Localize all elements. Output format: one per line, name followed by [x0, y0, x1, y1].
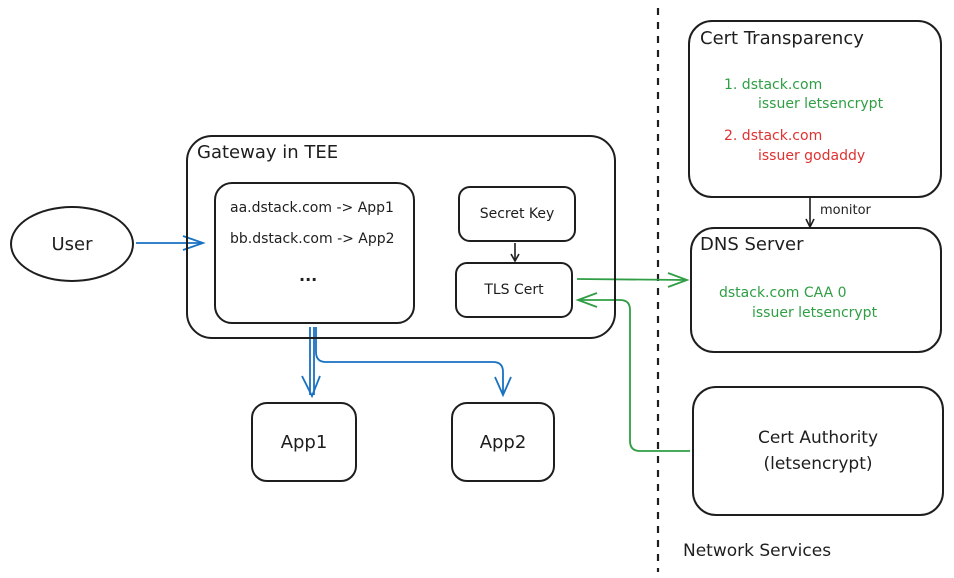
route-ellipsis: ...	[299, 266, 318, 285]
gateway-to-app1-arrowhead	[301, 375, 321, 399]
user-label: User	[51, 233, 93, 255]
ca-to-cert-arrowhead	[575, 292, 598, 308]
route-app1: aa.dstack.com -> App1	[230, 200, 394, 216]
cert-transparency-box	[688, 20, 942, 198]
ct-entry-2-line2: issuer godaddy	[758, 148, 866, 164]
app1-label: App1	[280, 431, 328, 453]
network-services-label: Network Services	[683, 541, 832, 561]
secret-key-label: Secret Key	[479, 206, 555, 222]
dns-server-title: DNS Server	[700, 234, 804, 255]
ct-entry-1-line1: 1. dstack.com	[724, 77, 823, 93]
dns-record-line1: dstack.com CAA 0	[719, 285, 847, 301]
tls-cert-label: TLS Cert	[484, 282, 544, 298]
cert-authority-line1: Cert Authority	[757, 428, 879, 448]
ct-entry-2-line1: 2. dstack.com	[724, 128, 823, 144]
user-node: User	[10, 206, 134, 282]
gateway-container	[186, 135, 616, 339]
gateway-to-app2-arrowhead	[494, 376, 512, 398]
secret-key-box: Secret Key	[458, 186, 576, 242]
cert-to-dns-arrowhead	[667, 272, 690, 288]
key-to-cert-arrowhead	[510, 253, 520, 263]
monitor-label: monitor	[820, 203, 871, 218]
app1-box: App1	[251, 402, 357, 482]
cert-transparency-title: Cert Transparency	[700, 28, 864, 49]
app2-label: App2	[479, 431, 527, 453]
ca-to-cert-arrow	[579, 299, 690, 452]
dns-server-box	[690, 227, 942, 353]
route-app2: bb.dstack.com -> App2	[230, 231, 395, 247]
cert-authority-line2: (letsencrypt)	[763, 454, 873, 474]
ct-entry-1-line2: issuer letsencrypt	[758, 96, 884, 112]
routing-table	[214, 182, 415, 324]
cert-authority-box: Cert Authority (letsencrypt)	[692, 386, 944, 516]
cert-to-dns-arrow	[576, 278, 687, 281]
dns-record-line2: issuer letsencrypt	[752, 305, 878, 321]
gateway-to-app2-arrow	[315, 327, 504, 394]
user-to-gateway-arrowhead	[182, 235, 206, 251]
tls-cert-box: TLS Cert	[455, 262, 573, 318]
gateway-title: Gateway in TEE	[197, 142, 339, 163]
app2-box: App2	[451, 402, 555, 482]
